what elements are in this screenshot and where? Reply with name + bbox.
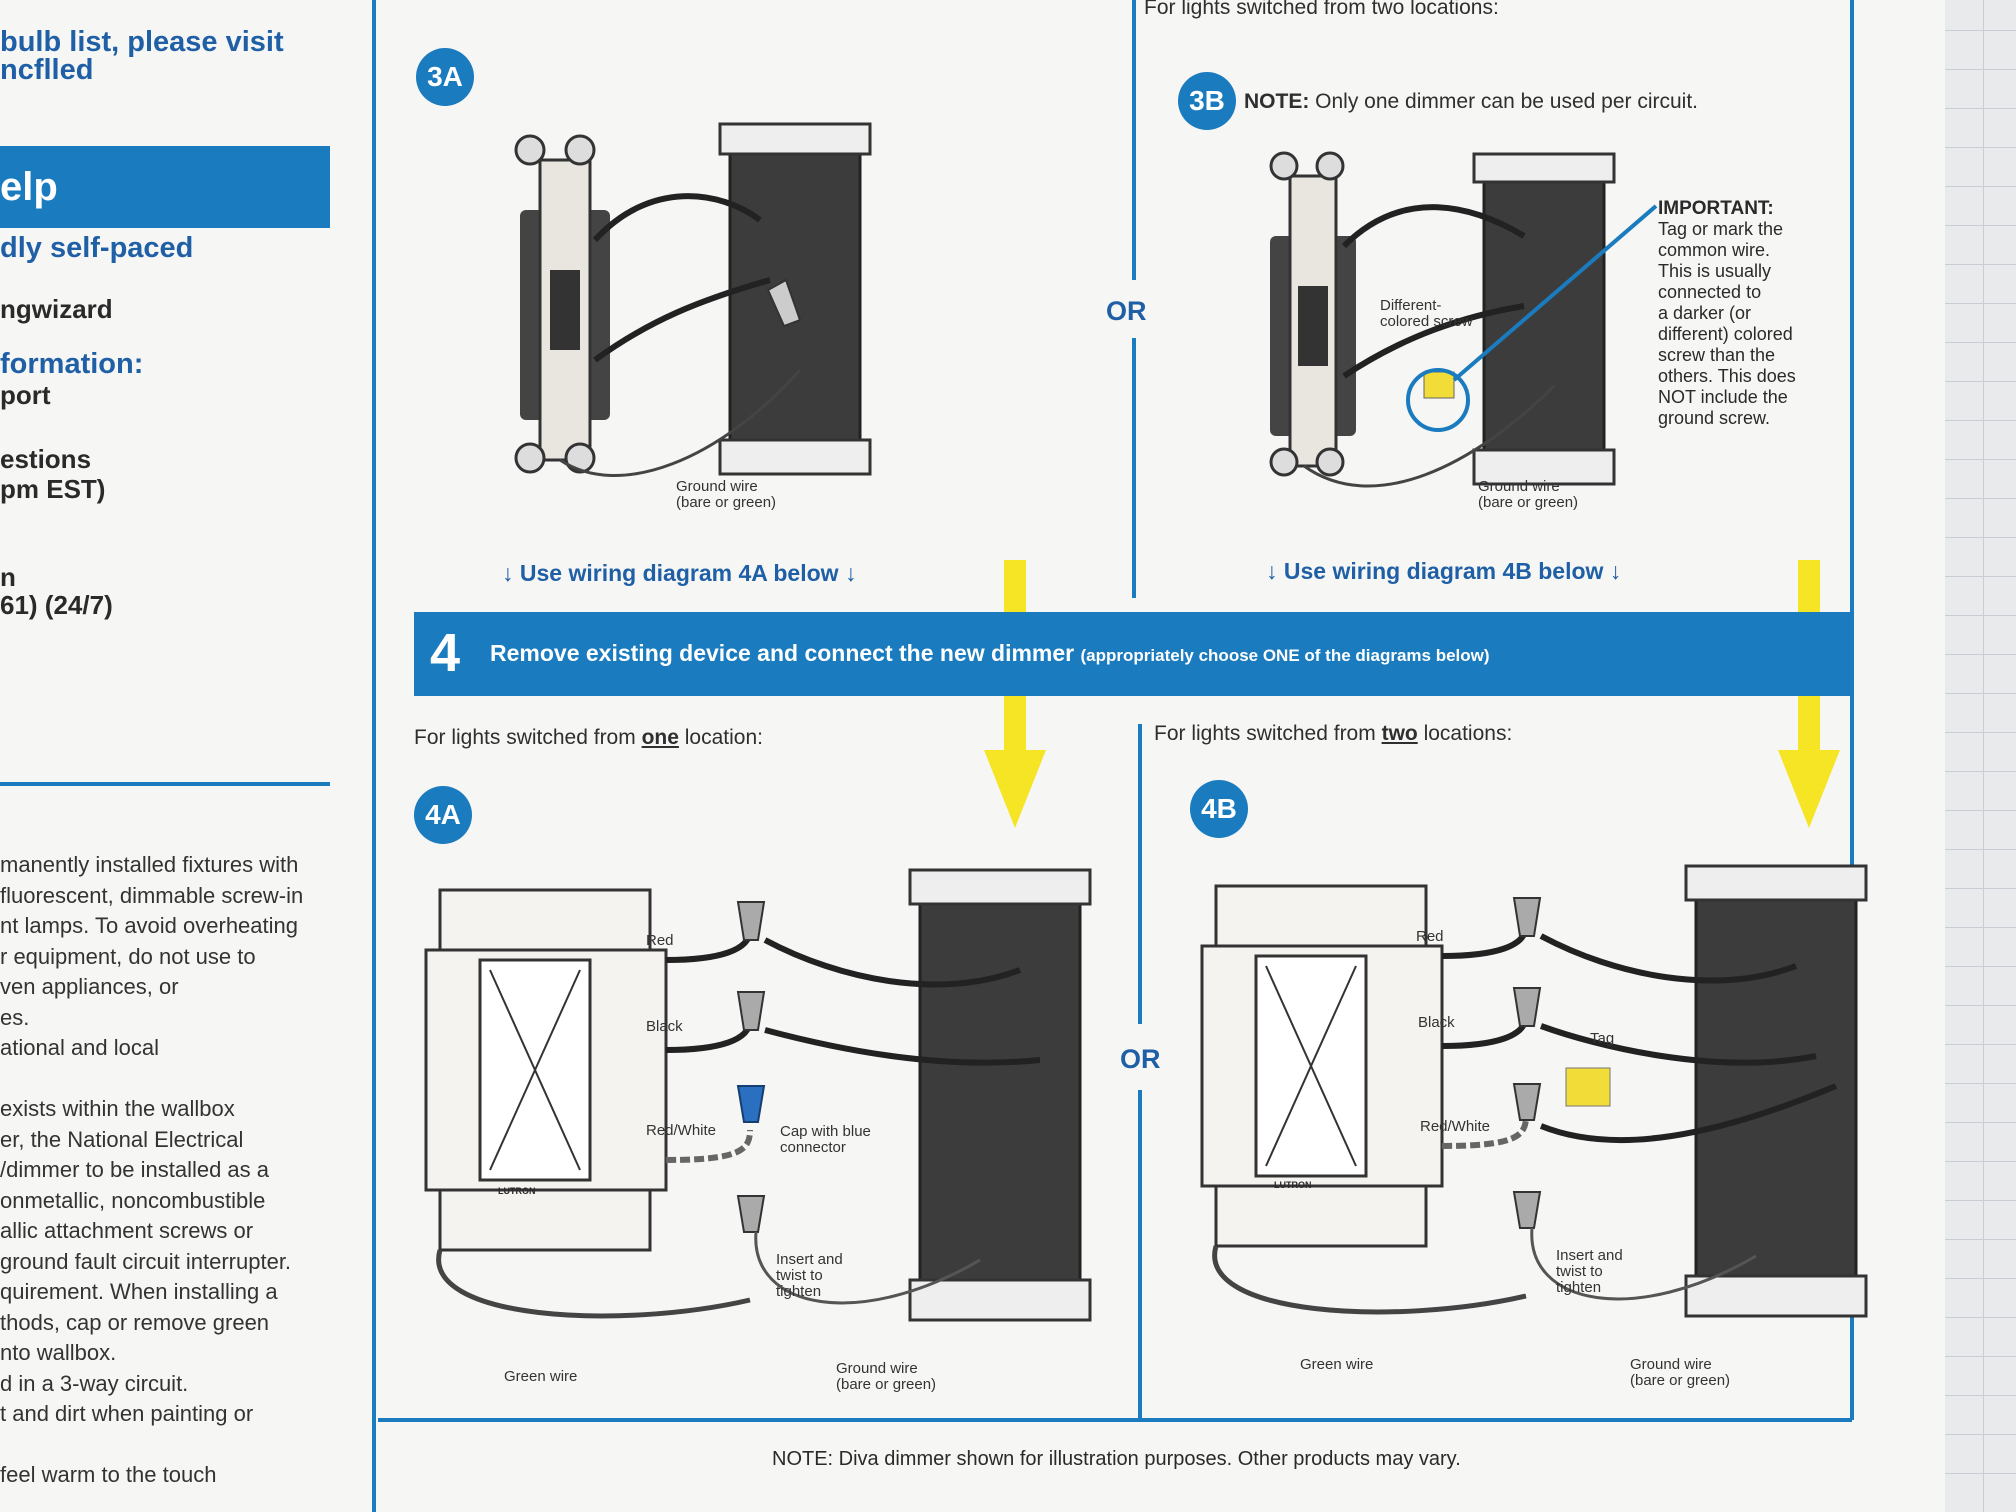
two-location-label: For lights switched from two locations: [1154,722,1513,745]
left-hours: pm EST) [0,474,106,504]
label-black-4a: Black [646,1018,683,1035]
left-n: n [0,562,16,592]
left-body-line: nto wallbox. [0,1340,117,1365]
one-location-label: For lights switched from one location: [414,726,763,749]
label-green-4b: Green wire [1300,1356,1374,1373]
important-line: ground screw. [1658,408,1771,428]
badge-4a: 4A [414,786,472,844]
label-ground-4b-1: Ground wire [1630,1356,1712,1373]
important-line: connected to [1658,282,1762,302]
label-black-4b: Black [1418,1014,1455,1031]
step3-top-note: For lights switched from two locations: [1144,0,1499,19]
ground-3a-line2: (bare or green) [676,494,777,511]
left-body-line: t and dirt when painting or [0,1401,254,1426]
divider-4-lower [1138,1090,1142,1420]
left-body-line: allic attachment screws or [0,1218,254,1243]
important-line: a darker (or [1658,303,1752,323]
important-line: NOT include the [1658,387,1788,407]
diagram-4b [1200,864,1868,1318]
label-redwhite-4a: Red/White [646,1122,717,1139]
left-heading-line2: ncflled [0,54,94,86]
left-body-line: es. [0,1004,30,1030]
left-body-line: thods, cap or remove green [0,1309,270,1335]
label-ground-4b-2: (bare or green) [1630,1372,1731,1389]
step3b-note: NOTE: Only one dimmer can be used per ci… [1244,90,1699,113]
label-insert-4a: Insert and twist to tighten [776,1251,843,1300]
divider-3-lower [1132,338,1136,598]
use-4a-link: ↓ Use wiring diagram 4A below ↓ [502,560,857,586]
left-body-line: quirement. When installing a [0,1279,278,1304]
column-divider-right [1850,0,1854,1420]
left-divider [0,782,330,786]
or-label-4: OR [1120,1044,1161,1074]
label-redwhite-4b: Red/White [1420,1118,1491,1135]
different-screw-label: Different- colored screw [1380,297,1473,330]
badge-3a: 3A [416,48,474,106]
diagram-4a [424,868,1092,1322]
use-4b-link: ↓ Use wiring diagram 4B below ↓ [1266,558,1622,584]
label-green-4a: Green wire [504,1368,578,1385]
step4-number: 4 [430,623,461,683]
step4-title: Remove existing device and connect the n… [490,640,1490,666]
left-body-line: nt lamps. To avoid overheating [0,913,298,938]
important-line: others. This does [1658,366,1796,386]
important-line: different) colored [1658,324,1793,344]
label-ground-4a-2: (bare or green) [836,1376,937,1393]
diagram-3b [1269,151,1658,488]
left-phone: 61) (24/7) [0,590,113,620]
ground-3a-line1: Ground wire [676,478,758,495]
ground-3b-line2: (bare or green) [1478,494,1579,511]
left-support: port [0,380,51,410]
label-cap-4a: Cap with blue connector [780,1123,871,1156]
badge-4b: 4B [1190,780,1248,838]
left-body-line: exists within the wallbox [0,1096,235,1121]
left-body-line: r equipment, do not use to [0,943,256,969]
left-body-line: onmetallic, noncombustible [0,1187,266,1213]
divider-3-upper [1132,0,1136,280]
label-ground-4a-1: Ground wire [836,1360,918,1377]
label-red-4b: Red [1416,928,1444,945]
divider-4-upper [1138,724,1142,1024]
left-body-line: fluorescent, dimmable screw-in [0,882,304,908]
help-banner: elp [0,146,330,228]
left-body-line: d in a 3-way circuit. [0,1370,189,1396]
left-information: formation: [0,348,144,380]
label-red-4a: Red [646,932,674,949]
diagram-3a [514,122,872,477]
left-body-line: ational and local [0,1035,160,1060]
label-insert-4b: Insert and twist to tighten [1556,1247,1623,1296]
left-heading-line1: bulb list, please visit [0,26,284,58]
step4-banner: 4 Remove existing device and connect the… [414,612,1854,696]
important-line: screw than the [1658,345,1776,365]
left-body-line: er, the National Electrical [0,1126,244,1152]
bottom-rule [378,1418,1852,1422]
badge-3b: 3B [1178,72,1236,130]
label-tag-4b: Tag [1590,1030,1615,1047]
important-line: Tag or mark the [1658,219,1784,239]
lutron-logo-4b: LUTRON [1274,1180,1312,1190]
important-line: common wire. [1658,240,1771,260]
lutron-logo-4a: LUTRON [498,1186,536,1196]
left-body-line: /dimmer to be installed as a [0,1157,270,1182]
left-self-paced: dly self-paced [0,232,194,264]
left-wizard: ngwizard [0,294,113,324]
bottom-note: NOTE: Diva dimmer shown for illustration… [772,1448,1461,1470]
left-questions: estions [0,444,92,474]
left-body-line: manently installed fixtures with [0,852,299,877]
left-body-line: ground fault circuit interrupter. [0,1248,292,1274]
left-body-line: ven appliances, or [0,974,179,999]
ground-3b-line1: Ground wire [1478,478,1560,495]
or-label-3: OR [1106,296,1147,326]
important-line: This is usually [1658,261,1772,281]
column-divider-left [372,0,376,1512]
left-body-line: feel warm to the touch [0,1462,217,1487]
instruction-sheet: bulb list, please visit ncflled elp dly … [0,0,1945,1512]
notebook-background [1945,0,2016,1512]
